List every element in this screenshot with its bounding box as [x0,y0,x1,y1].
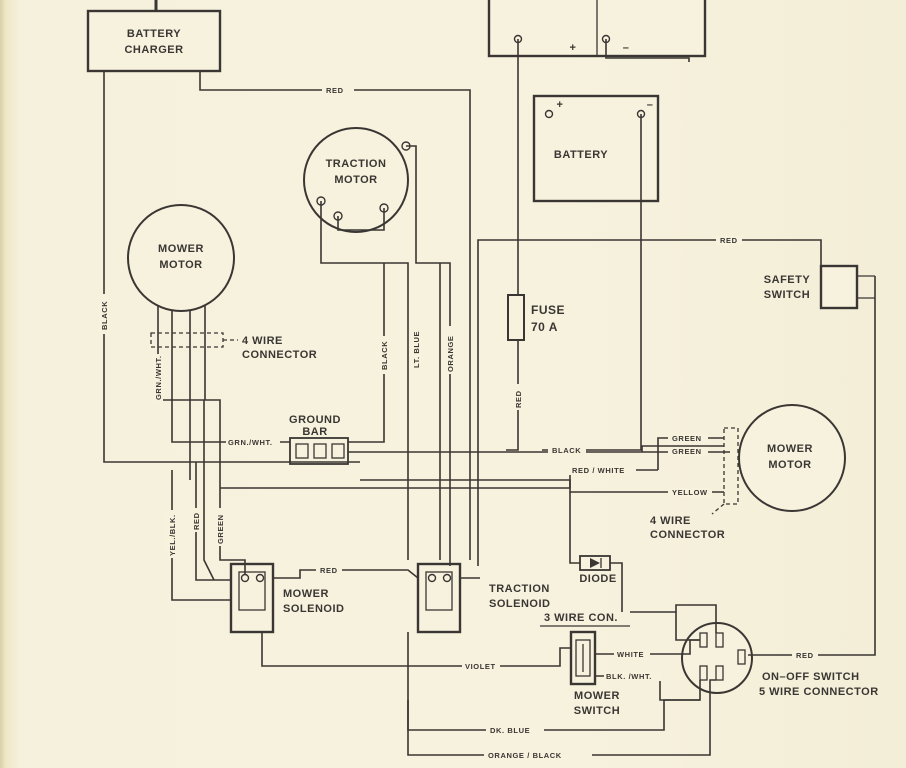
traction-motor-label-2: MOTOR [334,174,377,186]
wire-traction-b [337,208,385,231]
mower-motor-right-label-2: MOTOR [768,459,811,471]
wire-label-red-top: RED [326,86,344,95]
wire-label-black: BLACK [552,446,581,455]
wire-diode-in [569,492,580,564]
wire-black-ground [348,263,385,443]
wire-diode-out [610,562,623,612]
mower-switch-label-1: MOWER [574,690,620,702]
wire-yellow [360,479,724,493]
wire-label-green-left: GREEN [216,514,225,544]
mower-solenoid-label-2: SOLENOID [283,603,344,615]
mower-solenoid-label-1: MOWER [283,588,329,600]
three-wire-con-label: 3 WIRE CON. [544,612,618,624]
diode: DIODE [579,555,616,585]
wire-label-yel-blk: YEL./BLK. [168,514,177,556]
safety-switch-label-1: SAFETY [764,274,811,286]
wire-mower-b [171,310,191,480]
wire-label-black-left: BLACK [100,301,109,330]
wire-label-grn-wht: GRN./WHT. [228,438,273,447]
battery-charger-label-2: CHARGER [124,44,183,56]
ground-bar-label-2: BAR [302,426,327,438]
wire-label-orange-black: ORANGE / BLACK [488,751,562,760]
wire-label-grn-wht-vert: GRN./WHT. [154,355,163,400]
charger-minus-sign: – [623,42,630,54]
four-wire-right-label-2: CONNECTOR [650,529,725,541]
wire-labels: RED RED BLACK GREEN GREEN RED / WHITE YE… [99,86,818,760]
traction-motor: TRACTION MOTOR [303,127,411,233]
wire-black-charger [103,71,360,463]
wire-label-orange: ORANGE [446,335,455,372]
wire-label-red-onoff: RED [796,651,814,660]
mower-motor-left: MOWER MOTOR [127,204,235,312]
mower-motor-right: MOWER MOTOR [738,404,846,512]
on-off-switch-label-1: ON–OFF SWITCH [762,671,860,683]
wire-mower-c [189,310,215,581]
wire-red-mid [273,569,419,579]
traction-motor-label-1: TRACTION [326,158,387,170]
wire-3con [630,604,717,633]
wire-label-red-fuse: RED [514,390,523,408]
battery: + – BATTERY [532,94,660,203]
wire-label-black-mid: BLACK [380,341,389,370]
wire-label-red-safety: RED [720,236,738,245]
four-wire-left-label-1: 4 WIRE [242,335,283,347]
wire-label-dk-blue: DK. BLUE [490,726,530,735]
on-off-switch: ON–OFF SWITCH 5 WIRE CONNECTOR [681,622,879,698]
mower-solenoid: MOWER SOLENOID [229,562,344,634]
wire-label-blk-wht: BLK. /WHT. [606,672,652,681]
safety-switch-label-2: SWITCH [764,289,810,301]
battery-label: BATTERY [554,149,608,161]
wire-violet [261,632,571,667]
four-wire-right-label-1: 4 WIRE [650,515,691,527]
traction-solenoid-label-1: TRACTION [489,583,550,595]
battery-charger-label-1: BATTERY [127,28,181,40]
four-wire-connector-right: 4 WIRE CONNECTOR [650,427,739,541]
diode-label: DIODE [579,573,616,585]
ground-bar: GROUND BAR [289,414,349,465]
wire-mower-d [204,306,221,488]
wire-red-solenoid [195,470,231,581]
wire-label-yellow: YELLOW [672,488,708,497]
wire-dk-blue [407,632,700,731]
battery-charger: BATTERY CHARGER [86,0,222,73]
four-wire-connector-left: 4 WIRE CONNECTOR [150,332,317,361]
fuse-label-2: 70 A [531,320,558,334]
mower-motor-left-label-2: MOTOR [159,259,202,271]
safety-switch: SAFETY SWITCH [764,264,875,310]
mower-switch-label-2: SWITCH [574,705,620,717]
wire-label-lt-blue: LT. BLUE [412,331,421,368]
ground-bar-label-1: GROUND [289,414,341,426]
wire-label-green-1: GREEN [672,434,702,443]
fuse-label-1: FUSE [531,303,565,317]
traction-solenoid-label-2: SOLENOID [489,598,550,610]
wire-grn-wht [157,306,290,443]
mower-motor-right-label-1: MOWER [767,443,813,455]
top-charger-box: + – [487,0,707,58]
charger-plus-sign: + [570,42,577,54]
wires [103,39,876,756]
battery-minus-sign: – [647,99,654,111]
three-wire-con: 3 WIRE CON. [540,612,630,627]
wire-label-violet: VIOLET [465,662,496,671]
wire-label-green-2: GREEN [672,447,702,456]
wire-label-white: WHITE [617,650,644,659]
wire-red-onoff [748,298,876,656]
wire-top-minus [605,39,690,62]
battery-plus-sign: + [557,99,564,111]
four-wire-left-label-2: CONNECTOR [242,349,317,361]
mower-switch: MOWER SWITCH [569,630,620,717]
traction-solenoid: TRACTION SOLENOID [416,562,550,634]
mower-motor-left-label-1: MOWER [158,243,204,255]
wire-red-safety [477,239,822,566]
wire-label-red-left: RED [192,512,201,530]
wire-orange-black [407,679,716,756]
wire-label-red-white: RED / WHITE [572,466,625,475]
wire-traction-a [320,201,409,560]
wire-fuse-down [506,340,519,451]
on-off-switch-label-2: 5 WIRE CONNECTOR [759,686,879,698]
fuse: FUSE 70 A [507,294,565,341]
wire-label-red-mid: RED [320,566,338,575]
